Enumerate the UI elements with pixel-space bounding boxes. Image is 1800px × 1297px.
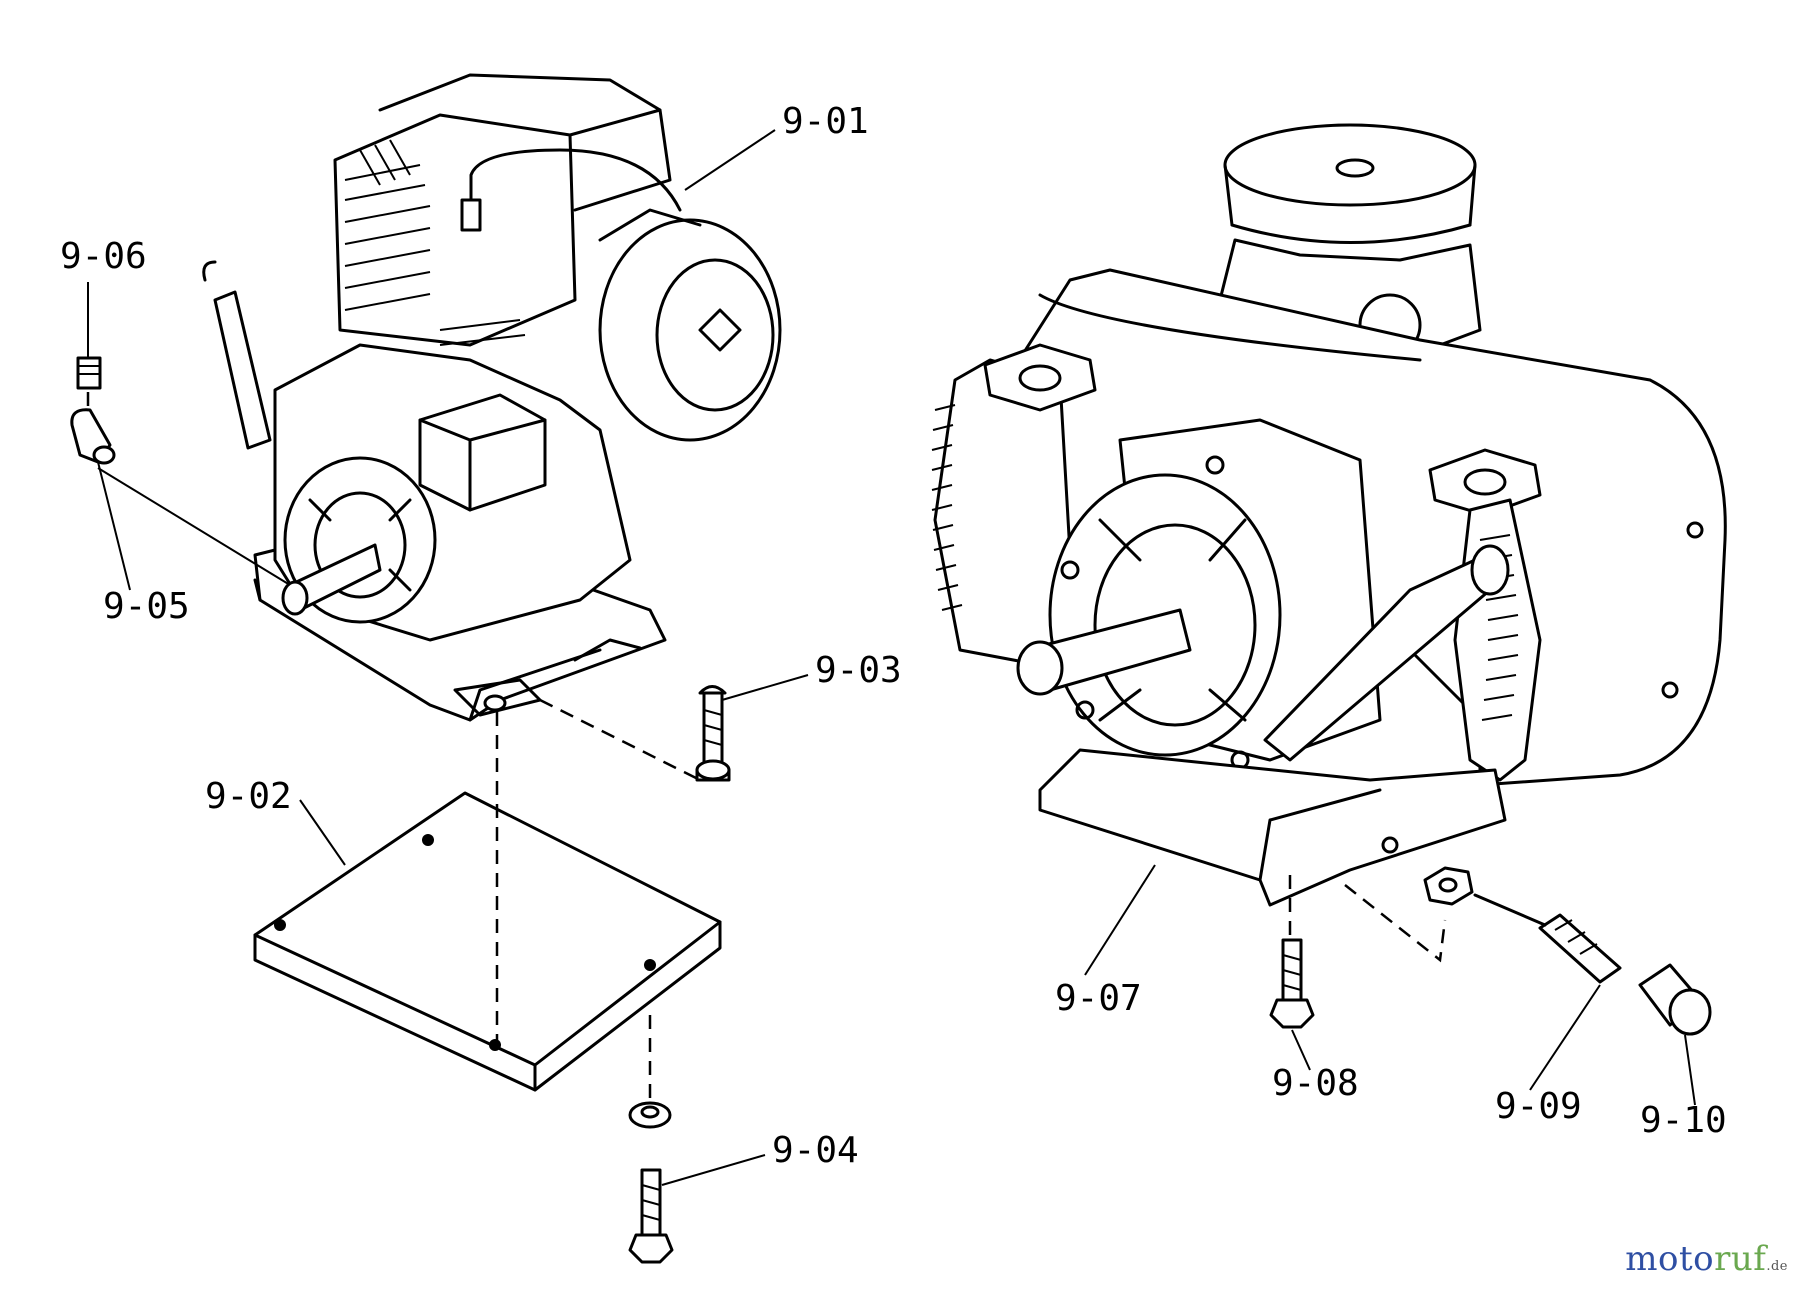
right-engine <box>931 123 1727 907</box>
nut <box>1423 866 1474 906</box>
base-plate <box>253 791 722 1092</box>
bolt-9-08 <box>1269 938 1315 1029</box>
left-engine <box>202 73 782 722</box>
callout-9-04: 9-04 <box>772 1130 859 1171</box>
callout-9-01: 9-01 <box>782 101 869 142</box>
bolt-9-04 <box>628 1101 674 1264</box>
callout-labels: 9-01 9-02 9-03 9-04 9-05 9-06 9-07 9-08 … <box>60 101 1727 1171</box>
bolt-9-03 <box>695 685 731 782</box>
elbow-9-05 <box>70 408 116 465</box>
callout-9-07: 9-07 <box>1055 978 1142 1019</box>
stud-9-09 <box>1538 913 1622 984</box>
callout-9-05: 9-05 <box>103 586 190 627</box>
callout-9-10: 9-10 <box>1640 1100 1727 1141</box>
logo-part-moto: moto <box>1625 1239 1715 1279</box>
motoruf-logo: motoruf.de <box>1625 1239 1788 1279</box>
fitting-9-06 <box>76 356 102 390</box>
logo-tld: .de <box>1766 1259 1788 1274</box>
leader-lines <box>87 129 1696 1186</box>
callout-9-08: 9-08 <box>1272 1063 1359 1104</box>
callout-9-02: 9-02 <box>205 776 292 817</box>
callout-9-03: 9-03 <box>815 650 902 691</box>
logo-part-ruf: ruf <box>1714 1239 1767 1279</box>
callout-9-06: 9-06 <box>60 236 147 277</box>
cap-9-10 <box>1638 963 1712 1036</box>
callout-9-09: 9-09 <box>1495 1086 1582 1127</box>
